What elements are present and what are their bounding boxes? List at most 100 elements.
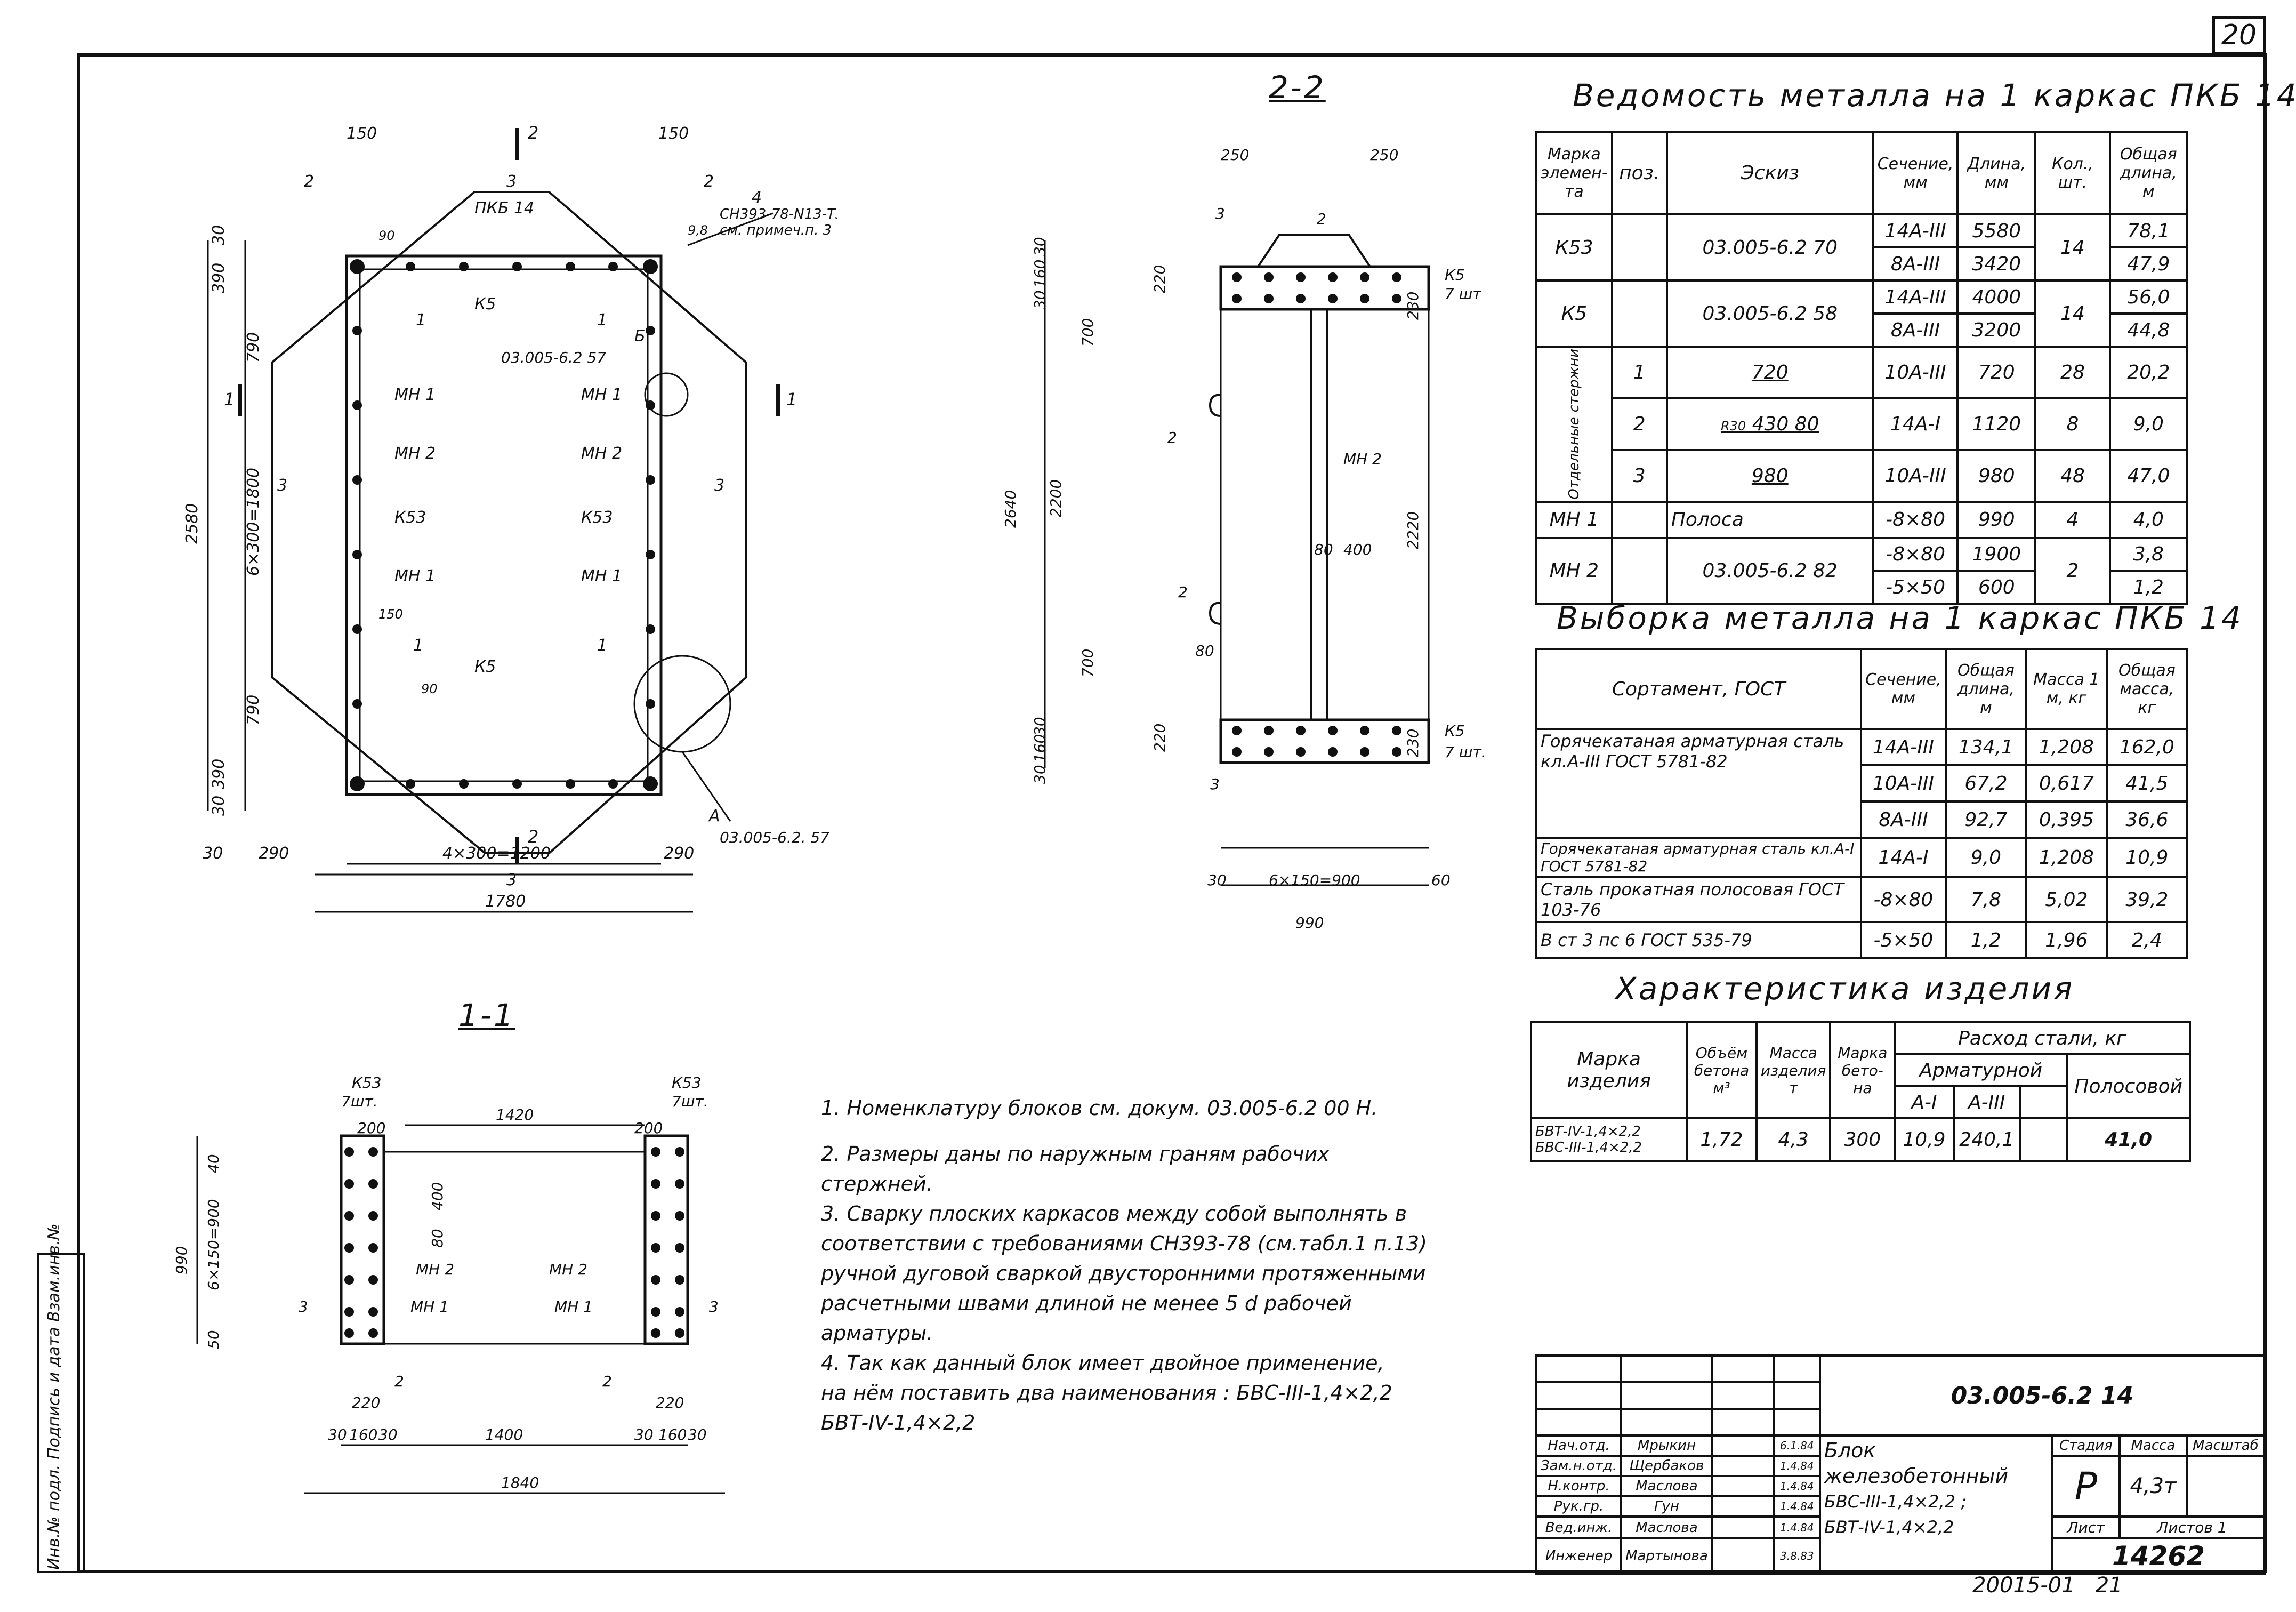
har-val: 41,0 <box>2066 1117 2191 1162</box>
sec22-label: 7 шт <box>1445 285 1481 302</box>
vyb-cell: 2,4 <box>2105 921 2189 959</box>
ved-title: Ведомость металла на 1 каркас ПКБ 14 <box>1573 77 2296 114</box>
section-mark: 2 <box>528 827 538 847</box>
plan-small: 90 <box>421 681 438 696</box>
plan-label: МН 2 <box>581 444 622 463</box>
vyb-cell: 14А-I <box>1860 837 1947 878</box>
ved-cell: 03.005-6.2 58 <box>1665 279 1874 348</box>
section-mark: 2 <box>528 123 538 143</box>
sec22-dim: 700 <box>1079 318 1097 347</box>
plan-label: 1 <box>413 636 423 655</box>
tb-role: Рук.гр. <box>1535 1495 1623 1518</box>
left-stamp-text: Инв.№ подл. Подпись и дата Взам.инв.№ <box>45 1223 63 1570</box>
ved-h: Сечение, мм <box>1872 131 1959 215</box>
har-h: А-III <box>1952 1085 2021 1119</box>
ved-cell: 980 <box>1956 448 2037 503</box>
sec22-label: 2 <box>1167 429 1177 446</box>
note-line: 2. Размеры даны по наружным граням рабоч… <box>821 1142 1330 1166</box>
plan-label: 2 <box>704 172 714 191</box>
vyb-h: Общая длина, м <box>1944 648 2028 730</box>
ved-h: Кол., шт. <box>2034 131 2111 215</box>
tb-name: БВТ-IV-1,4×2,2 <box>1824 1517 1954 1537</box>
bottom-page: 21 <box>2095 1573 2123 1598</box>
sec22-dim: 80 <box>1314 541 1333 558</box>
tb-h: Масса <box>2118 1434 2188 1457</box>
ved-cell: 2 <box>1610 397 1668 451</box>
sec22-label: К5 <box>1445 722 1465 740</box>
section-1-1: 1420 200 200 1400 1840 990 40 6×150=900 … <box>173 1074 725 1494</box>
har-marka: БВТ-IV-1,4×2,2 <box>1535 1124 1641 1140</box>
sec11-dim: 6×150=900 <box>205 1199 222 1290</box>
tb-name: БВС-III-1,4×2,2 ; <box>1824 1491 1967 1512</box>
tb-role: Вед.инж. <box>1535 1515 1623 1539</box>
sec11-label: 3 <box>709 1298 719 1316</box>
ved-cell: 4,0 <box>2108 500 2189 539</box>
tb-h: Масштаб <box>2185 1434 2266 1457</box>
ved-cell: 1120 <box>1956 397 2037 451</box>
bar-3-outline <box>271 191 747 854</box>
plan-ref: см. примеч.п. 3 <box>720 222 832 238</box>
note-line: 3. Сварку плоских каркасов между собой в… <box>821 1202 1407 1225</box>
plan-dim: 4×300=1200 <box>442 844 551 863</box>
sec11-dim: 160 <box>658 1426 687 1443</box>
sec22-dim: 60 <box>1431 871 1451 889</box>
ved-h: Длина, мм <box>1956 131 2037 215</box>
plan-dim: 1780 <box>485 892 526 911</box>
plan-dim: 790 <box>244 332 263 363</box>
plan-dim: 30 <box>210 225 228 245</box>
plan-label: Б <box>634 327 646 346</box>
note-line: ручной дуговой сваркой двусторонними про… <box>821 1262 1426 1285</box>
sec22-dim: 2200 <box>1047 479 1065 517</box>
sec11-dim: 160 <box>349 1426 377 1443</box>
plan-dim: 290 <box>259 844 289 863</box>
har-table: Марка изделия Объём бетона м³ Масса изде… <box>1529 1021 2191 1162</box>
sec11-dim: 80 <box>429 1229 446 1248</box>
tb-date: 6.1.84 <box>1773 1434 1821 1457</box>
har-val: 1,72 <box>1686 1117 1758 1162</box>
har-h: Марка бето-на <box>1829 1021 1896 1119</box>
ved-cell: 980 <box>1665 448 1874 503</box>
vyb-cell: 1,208 <box>2025 837 2108 878</box>
note-line: расчетными швами длиной не менее 5 d раб… <box>821 1292 1352 1315</box>
vyb-cell: Горячекатаная арматурная сталь кл.А-III … <box>1535 728 1863 839</box>
ved-cell: 3420 <box>1956 246 2037 282</box>
sec11-label: МН 2 <box>416 1261 454 1278</box>
tb-person: Мартынова <box>1620 1537 1713 1575</box>
vyb-cell: 39,2 <box>2105 876 2189 923</box>
plan-label: К53 <box>394 508 426 527</box>
tb-person: Маслова <box>1620 1475 1713 1497</box>
sec22-dim: 220 <box>1151 724 1169 752</box>
sec22-dim: 400 <box>1343 541 1372 558</box>
sec11-dim: 1420 <box>496 1106 534 1124</box>
sec22-label: 3 <box>1210 775 1220 793</box>
sec22-dim: 80 <box>1195 642 1214 660</box>
plan-label: К5 <box>474 295 496 314</box>
sec22-dim: 230 <box>1404 292 1422 320</box>
sec22-label: МН 2 <box>1343 450 1382 468</box>
ved-cell: 14 <box>2034 213 2111 282</box>
plan-small: 150 <box>378 607 403 622</box>
sec11-label: К53 <box>672 1074 702 1092</box>
sec11-dim: 40 <box>205 1154 222 1173</box>
ved-cell: 47,9 <box>2108 246 2189 282</box>
ved-cell: 44,8 <box>2108 312 2189 348</box>
vyb-cell: 162,0 <box>2105 728 2189 766</box>
vyb-cell: 8А-III <box>1860 800 1947 839</box>
ved-cell: 14 <box>2034 279 2111 348</box>
sec11-label: К53 <box>352 1074 382 1092</box>
vyb-cell: 5,02 <box>2025 876 2108 923</box>
har-h: Расход стали, кг <box>1894 1021 2191 1055</box>
vyb-cell: 0,617 <box>2025 764 2108 803</box>
sheet-frame <box>77 53 2267 1573</box>
plan-dim: 30 <box>203 844 223 863</box>
sec22-dim: 250 <box>1221 146 1249 164</box>
ved-h: Марка элемен-та <box>1535 131 1613 215</box>
har-h: Масса изделия т <box>1755 1021 1832 1119</box>
har-h: Арматурной <box>1894 1053 2068 1087</box>
sec11-dim: 50 <box>205 1330 222 1349</box>
sec22-dim: 230 <box>1404 729 1422 757</box>
ved-cell: 5580 <box>1956 213 2037 248</box>
vyb-cell: 7,8 <box>1944 876 2028 923</box>
ved-cell: 2 <box>2034 536 2111 605</box>
tb-name: Блок железобетонный <box>1824 1439 2009 1488</box>
